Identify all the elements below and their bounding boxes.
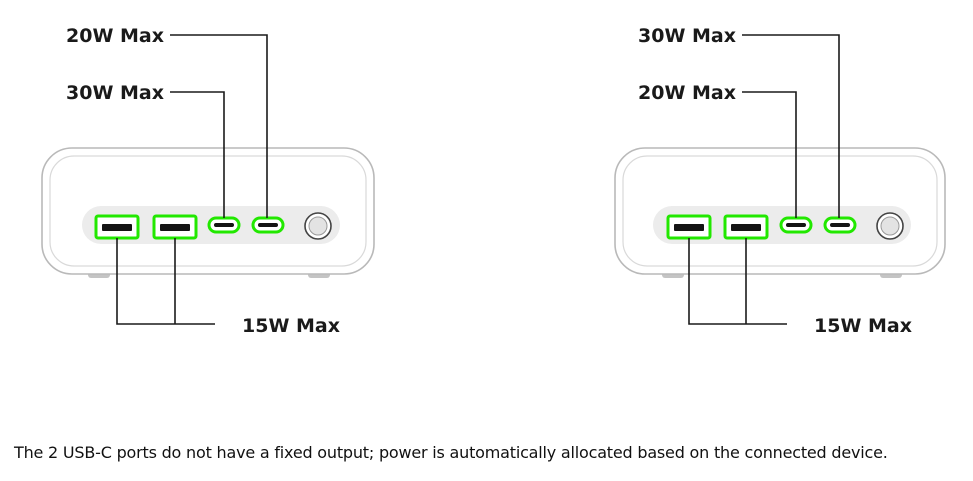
leader-line-middle (170, 91, 225, 218)
leader-line-top (170, 34, 268, 218)
usb-a-port (94, 214, 140, 240)
usb-c-port (251, 216, 285, 234)
label-middle: 30W Max (66, 82, 164, 104)
caption-text: The 2 USB-C ports do not have a fixed ou… (14, 443, 888, 462)
label-top: 30W Max (638, 25, 736, 47)
label-bottom: 15W Max (242, 315, 340, 337)
label-middle: 20W Max (638, 82, 736, 104)
usb-c-port (779, 216, 813, 234)
usb-a-port (152, 214, 198, 240)
label-bottom: 15W Max (814, 315, 912, 337)
leader-line-middle (742, 91, 797, 218)
power-button (876, 212, 904, 240)
device-left: 20W Max 30W Max 15W Max (41, 25, 375, 337)
device-right-body-rim (622, 155, 938, 267)
usb-a-port (723, 214, 769, 240)
leader-line-bottom (688, 238, 787, 325)
usb-c-port (823, 216, 857, 234)
device-left-body-rim (49, 155, 367, 267)
label-top: 20W Max (66, 25, 164, 47)
leader-line-top (742, 34, 840, 218)
leader-line-bottom (116, 238, 215, 325)
usb-a-port (666, 214, 712, 240)
usb-c-port (207, 216, 241, 234)
device-right: 30W Max 20W Max 15W Max (614, 25, 946, 337)
power-bank-port-diagram: 20W Max 30W Max 15W Max (41, 25, 946, 337)
power-button (304, 212, 332, 240)
